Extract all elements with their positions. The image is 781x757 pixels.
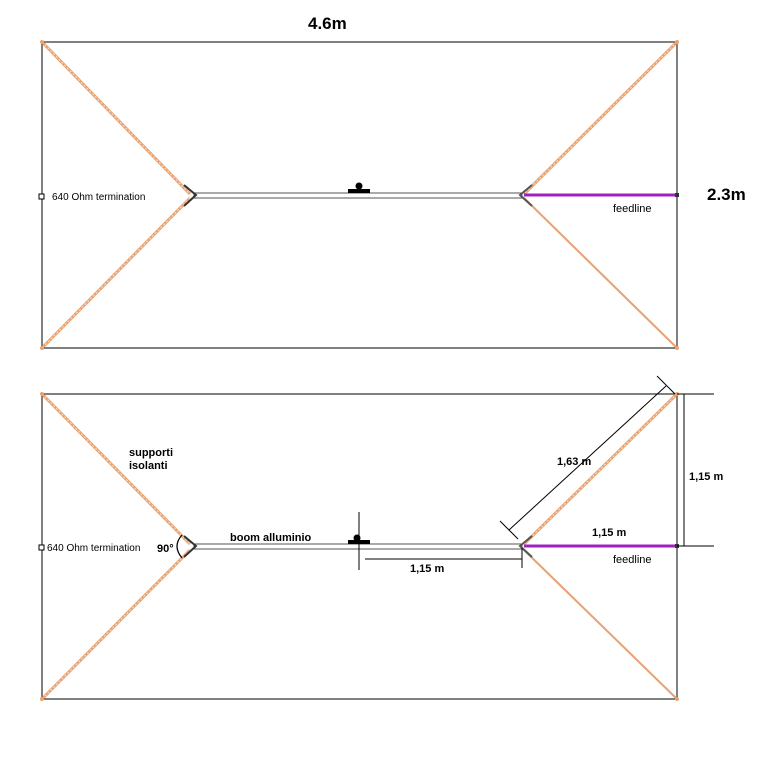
top-right-upper-wire (522, 40, 679, 196)
angle-arc (176, 534, 183, 559)
bottom-right-lower-wire (523, 549, 678, 700)
bottom-diagram: 640 Ohm termination 90° supporti isolant… (38, 375, 723, 701)
bottom-feedline-label: feedline (613, 554, 652, 566)
support-label-line1: supporti (129, 447, 173, 459)
bottom-boom (193, 543, 523, 550)
feedline-length-label: 1,15 m (592, 527, 626, 539)
top-diagram: 4.6m 2.3m 640 Ohm termination feedline (38, 14, 746, 350)
bottom-mast-clamp (348, 540, 370, 544)
support-label-line2: isolanti (129, 460, 168, 472)
top-boom (193, 192, 523, 199)
top-height-label: 2.3m (707, 185, 746, 204)
top-mast-clamp (348, 189, 370, 193)
top-width-label: 4.6m (308, 14, 347, 33)
boom-half-label: 1,15 m (410, 563, 444, 575)
boom-label: boom alluminio (230, 532, 312, 544)
diagonal-dimension (508, 385, 667, 531)
bottom-right-upper-wire (522, 392, 679, 546)
bottom-termination-label: 640 Ohm termination (47, 543, 140, 554)
top-right-lower-wire (523, 197, 678, 349)
top-termination-label: 640 Ohm termination (52, 192, 145, 203)
diagonal-label: 1,63 m (557, 456, 591, 468)
angle-label: 90° (157, 543, 174, 555)
top-feedline-label: feedline (613, 203, 652, 215)
vertical-label: 1,15 m (689, 471, 723, 483)
